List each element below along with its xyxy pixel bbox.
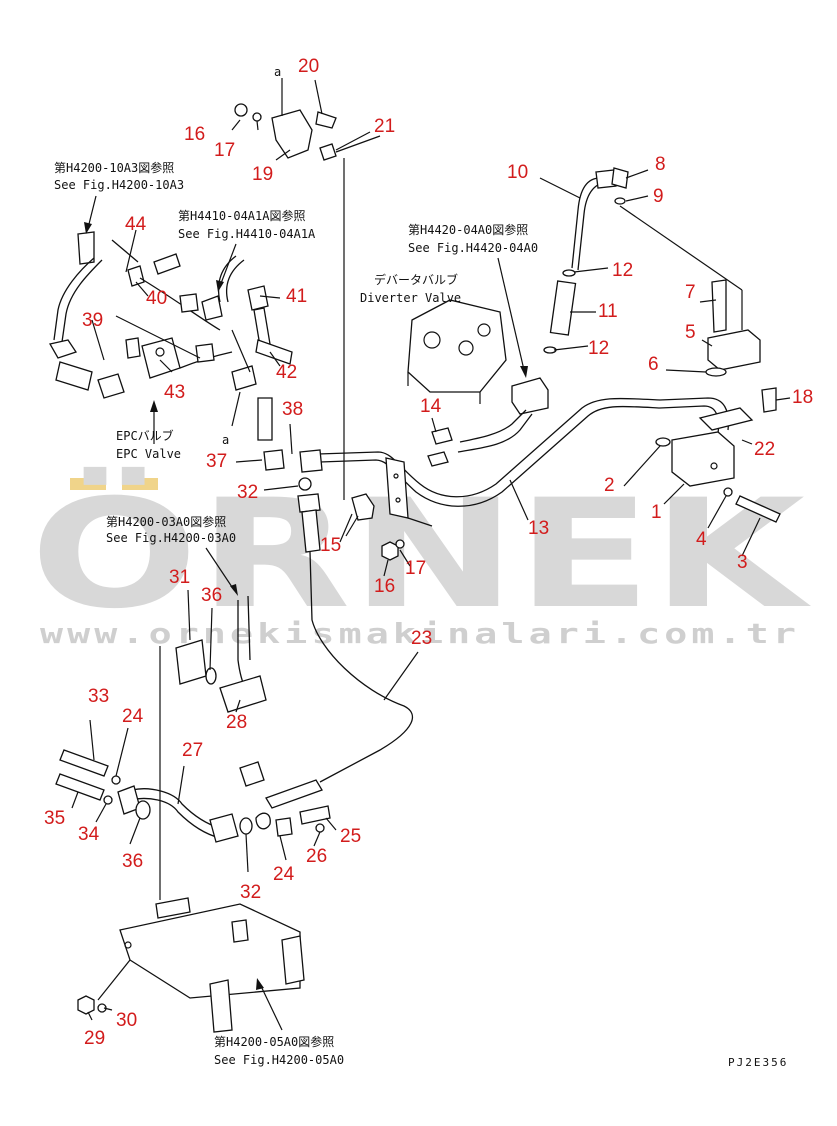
ref-03a0-en: See Fig.H4200-03A0 [106,531,236,545]
diverter-label-en: Diverter Valve [360,291,461,305]
callout-32b: 32 [240,882,261,903]
reference-labels: a a 第H4200-10A3図参照 See Fig.H4200-10A3 第H… [54,65,788,1069]
watermark-brand: ÖRNEK [30,466,811,642]
callout-24a: 24 [122,706,144,727]
callout-16b: 16 [374,576,395,597]
hose-end-part [265,779,323,809]
watermark-umlaut-right [122,478,158,490]
ref-10a3-en: See Fig.H4200-10A3 [54,178,184,192]
callout-2: 2 [604,475,615,496]
valve-block-part-1 [671,431,735,487]
callout-42: 42 [276,362,297,383]
callout-43: 43 [164,382,185,403]
clamp-part [319,143,337,161]
diverter-label-jp: デバータバルブ [374,272,458,287]
epc-label-en: EPC Valve [116,447,181,461]
watermark-url: www.ornekismakinalari.com.tr [40,617,800,650]
callout-3: 3 [737,552,748,573]
callout-8: 8 [655,154,666,175]
callout-12a: 12 [612,260,633,281]
ref-05a0-en: See Fig.H4200-05A0 [214,1053,344,1067]
callout-34: 34 [78,824,100,845]
callout-24b: 24 [273,864,295,885]
callout-21: 21 [374,116,395,137]
callout-31: 31 [169,567,190,588]
callout-23: 23 [411,628,432,649]
fitting-part [595,169,617,189]
callout-29: 29 [84,1028,105,1049]
washer-part [252,112,262,122]
callout-20: 20 [298,56,319,77]
callout-14: 14 [420,396,442,417]
callout-36b: 36 [122,851,143,872]
bracket-part [271,109,313,159]
ref-4420-jp: 第H4420-04A0図参照 [408,222,528,237]
callout-44: 44 [125,214,147,235]
plate-part [385,457,409,519]
label-a-mid: a [222,433,229,447]
ref-4420-en: See Fig.H4420-04A0 [408,241,538,255]
callout-30: 30 [116,1010,137,1031]
callout-5: 5 [685,322,696,343]
callout-25: 25 [340,826,361,847]
callout-36a: 36 [201,585,222,606]
callout-10: 10 [507,162,528,183]
callout-15: 15 [320,535,341,556]
elbow-part [611,167,629,189]
ref-10a3-jp: 第H4200-10A3図参照 [54,160,174,175]
callout-32a: 32 [237,482,258,503]
callout-17a: 17 [214,140,235,161]
callout-17b: 17 [405,558,426,579]
callout-28: 28 [226,712,247,733]
callout-19: 19 [252,164,273,185]
callout-16a: 16 [184,124,205,145]
bolt-part-7 [711,279,727,333]
callout-13: 13 [528,518,549,539]
callout-12b: 12 [588,338,609,359]
line-art [48,78,781,1033]
callout-4: 4 [696,529,707,550]
bolt-part [315,111,337,129]
callout-22: 22 [754,439,775,460]
diverter-valve-body [407,299,507,393]
callout-6: 6 [648,354,659,375]
valve-block-part [707,329,761,371]
callout-33: 33 [88,686,109,707]
pipe-block-part [219,675,267,713]
nut-part [234,103,248,117]
callout-9: 9 [653,186,664,207]
callout-35: 35 [44,808,65,829]
ref-05a0-jp: 第H4200-05A0図参照 [214,1034,334,1049]
callout-27: 27 [182,740,203,761]
epc-valve-body [141,337,181,379]
callout-26: 26 [306,846,327,867]
callout-numbers: 1 2 3 4 5 6 7 8 9 10 11 12 12 13 14 15 1… [44,56,813,1049]
bolt-part-35 [55,773,105,801]
ref-4410-en: See Fig.H4410-04A1A [178,227,316,241]
callout-1: 1 [651,502,662,523]
label-a-top: a [274,65,281,79]
watermark-umlaut-left [70,478,106,490]
callout-7: 7 [685,282,696,303]
epc-label-jp: EPCバルブ [116,428,174,443]
callout-11: 11 [598,301,618,322]
callout-39: 39 [82,310,103,331]
callout-40: 40 [146,288,167,309]
leader-lines [71,79,791,1021]
callout-41: 41 [286,286,307,307]
callout-38: 38 [282,399,303,420]
callout-18: 18 [792,387,813,408]
drawing-code: PJ2E356 [728,1056,788,1069]
o-ring-part [614,197,626,205]
hose-part [549,280,577,336]
valve-part-31 [175,639,207,685]
callout-37: 37 [206,451,227,472]
reference-arrows [84,195,528,1031]
ref-03a0-jp: 第H4200-03A0図参照 [106,514,226,529]
ref-4410-jp: 第H4410-04A1A図参照 [178,208,305,223]
bolt-part-33 [59,749,109,777]
